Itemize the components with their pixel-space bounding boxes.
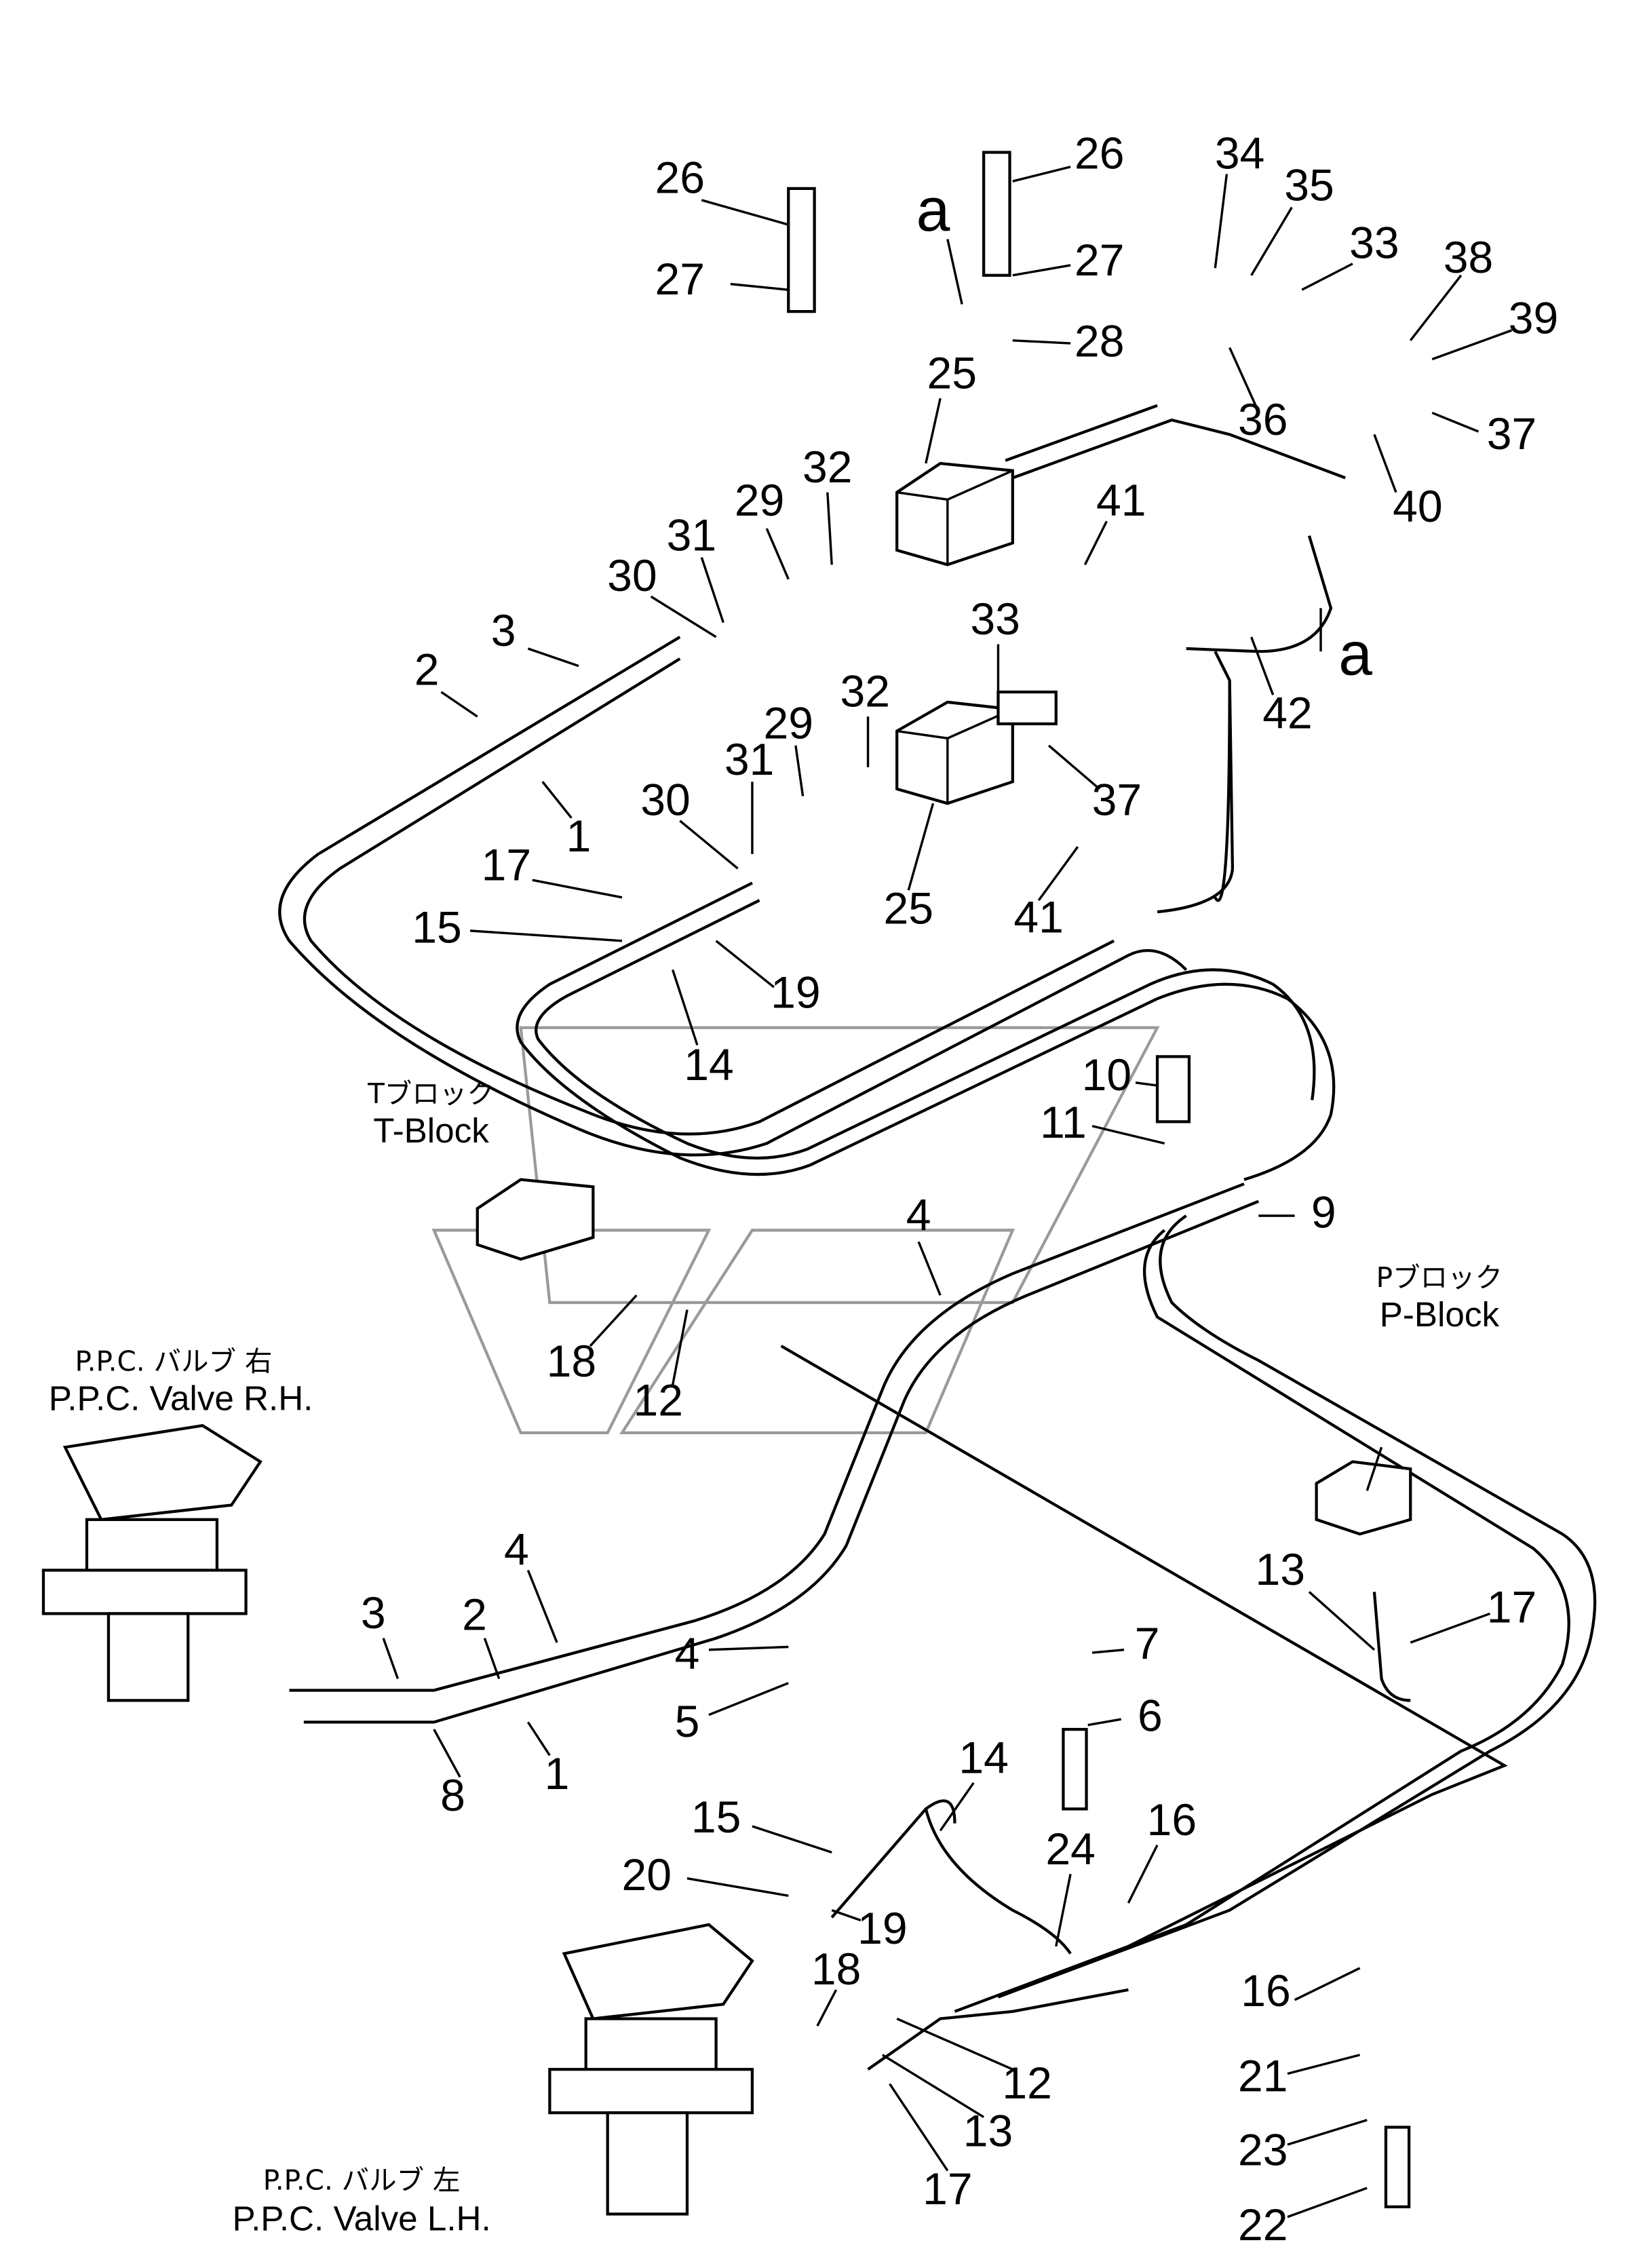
p-block-label-en: P-Block — [1380, 1295, 1500, 1334]
callout: 40 — [1393, 482, 1443, 532]
callout: 15 — [412, 902, 462, 953]
callout: 41 — [1096, 476, 1146, 526]
callout: 25 — [927, 349, 977, 399]
callout: 31 — [724, 735, 775, 785]
callout: 16 — [1241, 1966, 1291, 2016]
ppc-valve-lh-label-en: P.P.C. Valve L.H. — [233, 2199, 491, 2238]
p-block-label-jp: Pブロック — [1376, 1261, 1503, 1294]
bolts — [787, 151, 1411, 2208]
callout: 28 — [1075, 317, 1125, 367]
callout: 29 — [763, 699, 813, 749]
callout: 34 — [1215, 128, 1265, 178]
callout: 37 — [1092, 775, 1142, 826]
callout: 25 — [883, 884, 933, 934]
ppc-valve-rh — [41, 1423, 263, 1702]
callout: 26 — [1075, 128, 1125, 178]
callout: 31 — [667, 510, 717, 560]
callouts: 26 27 26 27 28 34 35 33 38 39 36 37 40 2… — [361, 128, 1558, 2250]
callout: 19 — [771, 967, 821, 1018]
callout: 12 — [634, 1376, 684, 1426]
callout: 3 — [491, 606, 516, 656]
callout: 30 — [640, 775, 691, 826]
callout: 14 — [959, 1733, 1009, 1783]
callout: 30 — [607, 551, 657, 601]
callout: 21 — [1238, 2052, 1288, 2102]
callout: 36 — [1238, 395, 1288, 445]
callout: 38 — [1444, 233, 1494, 283]
callout: 39 — [1509, 294, 1559, 344]
callout: 37 — [1487, 409, 1537, 459]
callout: 35 — [1284, 160, 1334, 210]
p-block — [1315, 1460, 1412, 1536]
callout: 13 — [963, 2107, 1013, 2157]
callout: 4 — [675, 1629, 700, 1679]
callout: 18 — [547, 1337, 597, 1387]
callout: 41 — [1013, 892, 1064, 942]
callout: 17 — [923, 2164, 973, 2214]
callout: 27 — [655, 254, 705, 305]
callout: 18 — [811, 1944, 862, 1995]
ppc-valve-lh-label-jp: P.P.C. バルブ 左 — [263, 2164, 461, 2197]
callout: 14 — [684, 1040, 734, 1090]
callout: 1 — [566, 811, 592, 862]
callout: 8 — [440, 1771, 465, 1821]
callout: 42 — [1262, 689, 1313, 739]
callout: 13 — [1256, 1545, 1306, 1595]
callout: 27 — [1075, 235, 1125, 286]
leader-lines — [382, 166, 1513, 2218]
callout: 23 — [1238, 2125, 1288, 2175]
callout: 32 — [840, 667, 891, 717]
callout: 16 — [1147, 1795, 1197, 1845]
callout: 17 — [482, 841, 532, 891]
callout: 29 — [735, 476, 785, 526]
callout: 2 — [414, 645, 440, 695]
upper-valve-block — [895, 461, 1014, 566]
callout: 5 — [675, 1697, 700, 1747]
callout: 24 — [1045, 1824, 1096, 1875]
callout: 26 — [655, 153, 705, 204]
callout: 22 — [1238, 2200, 1288, 2250]
callout: 15 — [691, 1792, 741, 1843]
callout: 17 — [1487, 1583, 1537, 1633]
view-marker-a-bottom: a — [1338, 620, 1372, 688]
lower-valve-block — [895, 690, 1058, 805]
callout: 33 — [970, 594, 1020, 645]
callout: 3 — [361, 1588, 386, 1638]
t-block-label-en: T-Block — [373, 1111, 489, 1150]
ppc-valve-rh-label-en: P.P.C. Valve R.H. — [49, 1379, 313, 1417]
callout: 12 — [1002, 2058, 1052, 2109]
view-marker-a-top: a — [916, 176, 950, 244]
callout: 33 — [1349, 218, 1399, 269]
t-block — [476, 1178, 595, 1261]
callout: 6 — [1138, 1691, 1163, 1742]
t-block-label-jp: Tブロック — [367, 1077, 495, 1110]
callout: 9 — [1311, 1187, 1336, 1237]
callout: 4 — [504, 1524, 529, 1575]
callout: 4 — [906, 1191, 931, 1241]
callout: 10 — [1082, 1050, 1132, 1100]
callout: 32 — [802, 442, 853, 493]
callout: 19 — [857, 1904, 908, 1954]
ppc-valve-lh — [548, 1923, 754, 2216]
callout: 11 — [1040, 1098, 1087, 1148]
ppc-valve-rh-label-jp: P.P.C. バルブ 右 — [75, 1345, 272, 1378]
callout: 7 — [1135, 1619, 1160, 1669]
hose-routing — [278, 404, 1597, 2071]
callout: 2 — [462, 1590, 487, 1640]
callout: 1 — [545, 1749, 570, 1799]
callout: 20 — [621, 1850, 672, 1900]
